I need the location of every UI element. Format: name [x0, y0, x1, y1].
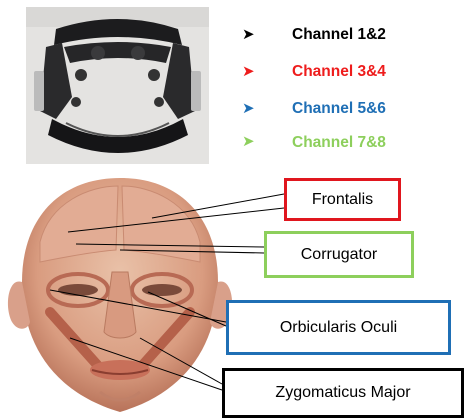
legend-item: ➤ Channel 7&8	[242, 127, 464, 156]
arrow-bullet-icon: ➤	[242, 64, 262, 79]
orbicularis-oculi-label-box: Orbicularis Oculi	[226, 300, 451, 355]
legend-item: ➤ Channel 3&4	[242, 53, 464, 90]
legend-label: Channel 5&6	[292, 100, 386, 118]
facial-muscle-illustration	[0, 172, 240, 418]
legend-item: ➤ Channel 1&2	[242, 16, 464, 53]
orbicularis-oculi-label: Orbicularis Oculi	[280, 319, 397, 337]
zygomaticus-major-label: Zygomaticus Major	[275, 384, 410, 402]
legend-label: Channel 7&8	[292, 134, 386, 152]
legend-label: Channel 3&4	[292, 63, 386, 81]
zygomaticus-major-label-box: Zygomaticus Major	[222, 368, 464, 418]
frontalis-label: Frontalis	[312, 191, 373, 209]
legend-label: Channel 1&2	[292, 26, 386, 44]
eeg-headset-photo	[26, 7, 209, 164]
frontalis-label-box: Frontalis	[284, 178, 401, 221]
arrow-bullet-icon: ➤	[242, 27, 262, 42]
corrugator-label: Corrugator	[301, 246, 377, 264]
legend-item: ➤ Channel 5&6	[242, 90, 464, 127]
channel-legend: ➤ Channel 1&2 ➤ Channel 3&4 ➤ Channel 5&…	[242, 16, 464, 156]
arrow-bullet-icon: ➤	[242, 134, 262, 149]
corrugator-label-box: Corrugator	[264, 231, 414, 278]
arrow-bullet-icon: ➤	[242, 101, 262, 116]
